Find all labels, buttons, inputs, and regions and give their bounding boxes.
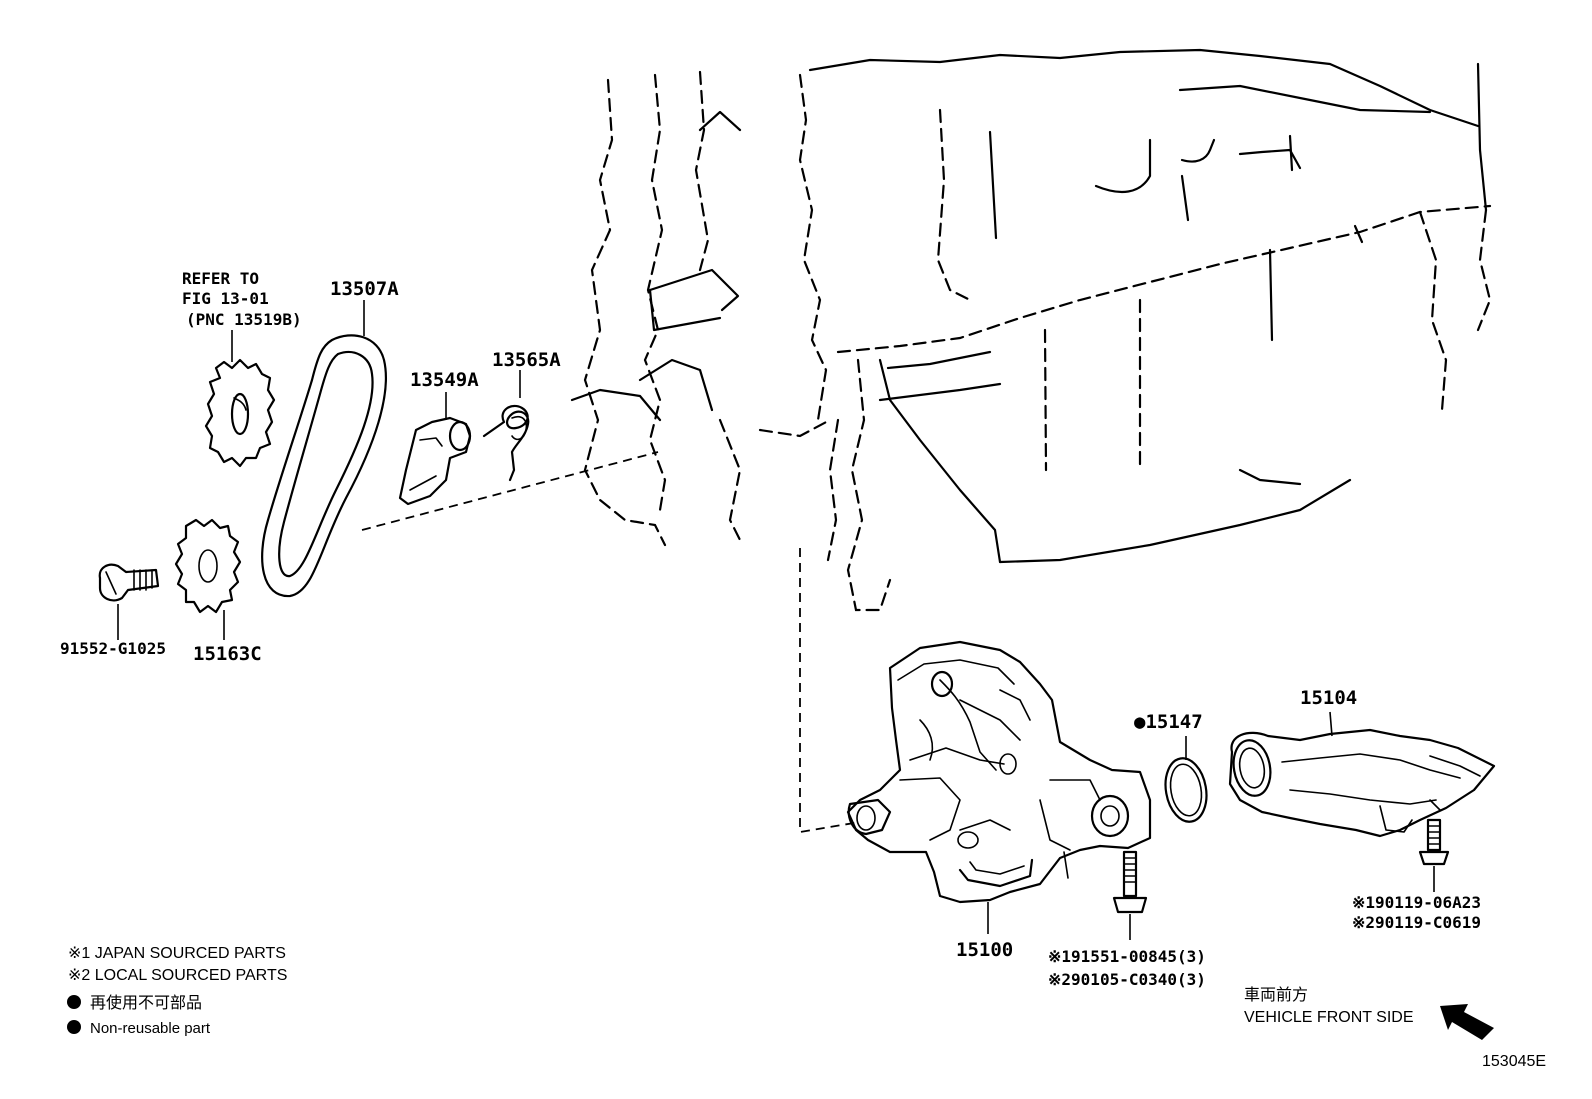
label-91552-g1025: 91552-G1025: [60, 639, 166, 658]
vehicle-front-arrow-icon: [1440, 1004, 1494, 1040]
nonreusable-dot-icon: [67, 995, 81, 1009]
part-labels: REFER TO FIG 13-01 (PNC 13519B) 13507A 1…: [60, 269, 1481, 989]
oil-pump-drive-chain: [261, 334, 388, 598]
refer-line-3: (PNC 13519B): [186, 310, 302, 329]
sprocket-bolt: [98, 563, 160, 602]
legend-nonreusable-en: Non-reusable part: [90, 1020, 211, 1037]
label-13565a: 13565A: [492, 349, 561, 371]
label-bolt-a-2: ※290119-C0619: [1352, 913, 1481, 932]
oil-strainer: [1228, 728, 1496, 838]
tensioner-spring: [482, 404, 530, 482]
direction-en: VEHICLE FRONT SIDE: [1244, 1009, 1414, 1026]
direction-indicator: 車両前方 VEHICLE FRONT SIDE: [1244, 986, 1414, 1026]
oil-pump-drive-sprocket: [174, 518, 242, 614]
label-15147: ●15147: [1134, 711, 1203, 733]
label-15104: 15104: [1300, 687, 1357, 709]
oil-pump-assembly: [846, 640, 1152, 904]
label-bolt-b-2: ※290105-C0340(3): [1048, 970, 1206, 989]
legend: ※1 JAPAN SOURCED PARTS ※2 LOCAL SOURCED …: [67, 945, 287, 1037]
legend-note-2: ※2 LOCAL SOURCED PARTS: [68, 967, 287, 984]
label-13549a: 13549A: [410, 369, 479, 391]
figure-id: 153045E: [1482, 1053, 1546, 1070]
legend-nonreusable-jp: 再使用不可部品: [90, 994, 202, 1012]
o-ring: [1164, 757, 1208, 823]
refer-line-2: FIG 13-01: [182, 289, 269, 308]
label-bolt-a-1: ※190119-06A23: [1352, 893, 1481, 912]
label-15100: 15100: [956, 939, 1013, 961]
leader-15104: [1329, 711, 1333, 737]
direction-jp: 車両前方: [1244, 986, 1308, 1004]
label-15163c: 15163C: [193, 643, 262, 665]
crankshaft-timing-sprocket: [204, 358, 276, 468]
legend-note-1: ※1 JAPAN SOURCED PARTS: [68, 945, 286, 962]
chain-tensioner-arm: [398, 416, 472, 506]
strainer-bolt: [1418, 818, 1450, 866]
label-bolt-b-1: ※191551-00845(3): [1048, 947, 1206, 966]
refer-line-1: REFER TO: [182, 269, 259, 288]
pump-bolt: [1112, 850, 1148, 914]
nonreusable-dot-icon: [67, 1020, 81, 1034]
alignment-lines: [361, 451, 861, 834]
engine-block-outline: [570, 48, 1492, 612]
label-13507a: 13507A: [330, 278, 399, 300]
